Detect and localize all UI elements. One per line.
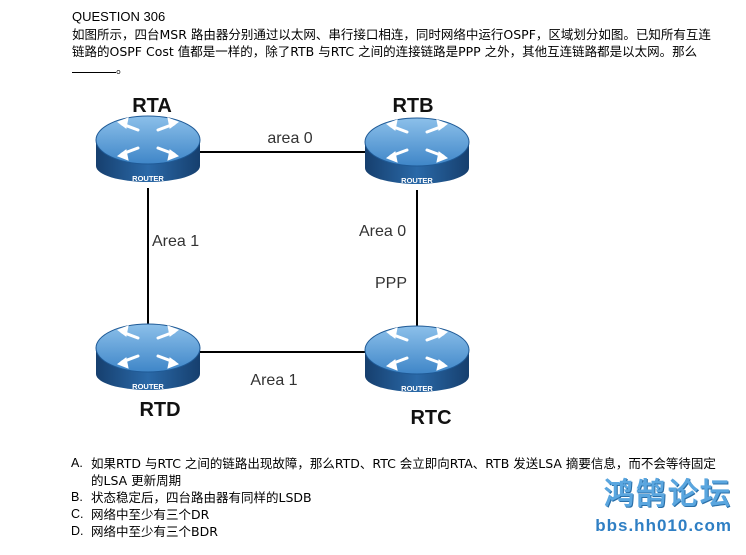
router-rtc-tag: ROUTER xyxy=(401,384,433,393)
site-watermark: 鸿鹄论坛 bbs.hh010.com xyxy=(595,478,732,536)
answer-options: A. 如果RTD 与RTC 之间的链路出现故障，那么RTD、RTC 会立即向RTA… xyxy=(71,455,721,540)
router-rtc: ROUTER xyxy=(363,324,471,394)
router-rtb-tag: ROUTER xyxy=(401,176,433,185)
link-rta-rtb-label: area 0 xyxy=(267,130,312,147)
option-d[interactable]: D. 网络中至少有三个BDR xyxy=(71,523,721,540)
router-rtb-label: RTB xyxy=(392,95,433,117)
link-rtb-rtc-area-label: Area 0 xyxy=(359,223,406,240)
option-a-text: 如果RTD 与RTC 之间的链路出现故障，那么RTD、RTC 会立即向RTA、R… xyxy=(91,456,716,488)
option-a-letter: A. xyxy=(71,456,83,470)
router-rta-tag: ROUTER xyxy=(132,174,164,183)
link-rtd-rtc-label: Area 1 xyxy=(250,372,297,389)
link-rta-rtd-label: Area 1 xyxy=(152,233,199,250)
router-rta-label: RTA xyxy=(132,95,172,117)
question-stem: 如图所示，四台MSR 路由器分别通过以太网、串行接口相连，同时网络中运行OSPF… xyxy=(72,27,711,59)
option-c-text: 网络中至少有三个DR xyxy=(91,507,210,522)
question-text: 如图所示，四台MSR 路由器分别通过以太网、串行接口相连，同时网络中运行OSPF… xyxy=(72,26,722,77)
option-c[interactable]: C. 网络中至少有三个DR xyxy=(71,506,721,523)
watermark-url: bbs.hh010.com xyxy=(595,516,732,535)
option-b-letter: B. xyxy=(71,490,83,504)
option-a[interactable]: A. 如果RTD 与RTC 之间的链路出现故障，那么RTD、RTC 会立即向RTA… xyxy=(71,455,721,489)
option-d-text: 网络中至少有三个BDR xyxy=(91,524,218,539)
option-d-letter: D. xyxy=(71,524,84,538)
router-rtc-label: RTC xyxy=(410,407,451,429)
router-rtd-label: RTD xyxy=(139,399,180,421)
watermark-logo: 鸿鹄论坛 xyxy=(604,477,732,512)
option-b[interactable]: B. 状态稳定后，四台路由器有同样的LSDB xyxy=(71,489,721,506)
router-rtb: ROUTER xyxy=(363,116,471,186)
link-rtb-rtc-type-label: PPP xyxy=(375,275,407,292)
router-rtd: ROUTER xyxy=(94,322,202,392)
answer-blank xyxy=(72,60,116,73)
option-b-text: 状态稳定后，四台路由器有同样的LSDB xyxy=(91,490,312,505)
question-end: 。 xyxy=(116,61,129,76)
router-rtd-tag: ROUTER xyxy=(132,382,164,391)
question-title: QUESTION 306 xyxy=(72,9,166,24)
option-c-letter: C. xyxy=(71,507,84,521)
router-rta: ROUTER xyxy=(94,114,202,184)
